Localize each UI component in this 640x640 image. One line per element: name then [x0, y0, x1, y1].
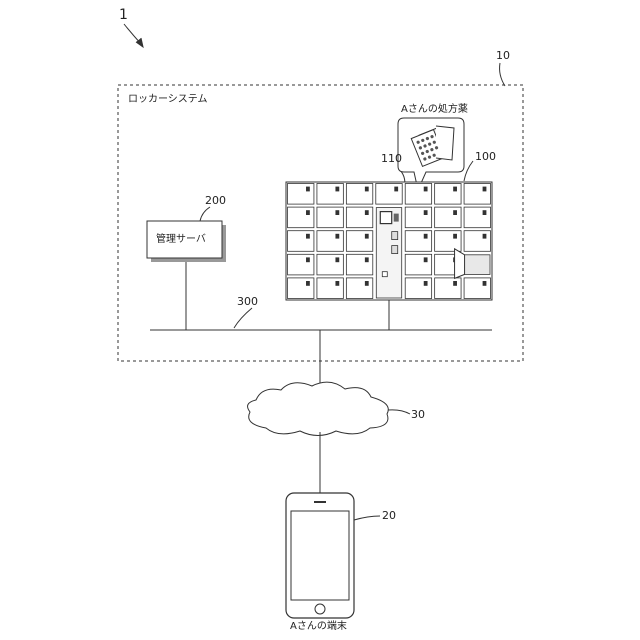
locker-door: [346, 207, 372, 228]
locker-handle: [454, 187, 457, 191]
locker-handle: [424, 187, 427, 191]
locker-handle: [365, 281, 368, 285]
server-ref-label: 200: [205, 195, 226, 206]
system-title: ロッカーシステム: [128, 95, 208, 105]
locker-handle: [306, 211, 309, 215]
terminal-indicator: [382, 272, 387, 277]
locker-door: [288, 184, 314, 205]
locker-handle: [483, 234, 486, 238]
locker-handle: [454, 234, 457, 238]
terminal-slot: [392, 246, 398, 254]
leader-line-200: [200, 207, 210, 221]
terminal-keypad: [392, 232, 398, 240]
locker-door: [346, 184, 372, 205]
leader-line-300: [234, 308, 252, 328]
prescription-label: Aさんの処方薬: [401, 105, 468, 115]
locker-door: [288, 254, 314, 275]
locker-door: [288, 278, 314, 299]
locker-door: [317, 231, 343, 252]
leader-line-20: [354, 516, 380, 520]
locker-door: [435, 231, 461, 252]
locker-door: [317, 184, 343, 205]
terminal-display: [380, 212, 391, 224]
locker-door: [464, 184, 490, 205]
network-ref-label: 300: [237, 296, 258, 307]
phone-ref-label: 20: [382, 510, 396, 521]
locker-door: [346, 254, 372, 275]
locker-handle: [336, 211, 339, 215]
locker-handle: [395, 187, 398, 191]
medicine-bag-icon: [436, 126, 454, 160]
locker-door: [435, 278, 461, 299]
locker-handle: [336, 234, 339, 238]
locker-door: [405, 278, 431, 299]
locker-door: [317, 254, 343, 275]
locker-door: [435, 207, 461, 228]
locker-handle: [336, 258, 339, 262]
locker-handle: [306, 281, 309, 285]
locker-door: [405, 231, 431, 252]
locker-door: [464, 278, 490, 299]
locker-handle: [424, 211, 427, 215]
locker-handle: [483, 281, 486, 285]
locker-handle: [365, 258, 368, 262]
locker-door: [346, 278, 372, 299]
open-locker-interior: [465, 255, 490, 275]
locker-handle: [483, 211, 486, 215]
locker-door: [317, 278, 343, 299]
cloud-ref-label: 30: [411, 409, 425, 420]
phone-label: Aさんの端末: [290, 622, 347, 632]
locker-handle: [424, 281, 427, 285]
locker-door: [464, 207, 490, 228]
locker-door: [288, 207, 314, 228]
locker-handle: [483, 187, 486, 191]
locker-handle: [306, 234, 309, 238]
locker-door: [405, 254, 431, 275]
locker-handle: [454, 211, 457, 215]
locker-door: [405, 184, 431, 205]
leader-line-30: [388, 410, 410, 414]
locker-handle: [424, 258, 427, 262]
locker-handle: [365, 211, 368, 215]
terminal-card-reader: [394, 214, 399, 222]
locker-door: [405, 207, 431, 228]
locker-door: [317, 207, 343, 228]
locker-door: [435, 184, 461, 205]
locker-handle: [306, 258, 309, 262]
locker-door: [346, 231, 372, 252]
locker-handle: [454, 281, 457, 285]
locker-ref-label: 100: [475, 151, 496, 162]
terminal-ref-label: 110: [381, 153, 402, 164]
locker-door: [464, 231, 490, 252]
leader-line-10: [500, 63, 505, 86]
network-cloud: [248, 382, 389, 435]
locker-handle: [424, 234, 427, 238]
locker-handle: [365, 187, 368, 191]
locker-door: [288, 231, 314, 252]
leader-line-100: [464, 161, 473, 181]
smartphone-body: [286, 493, 354, 618]
system-ref-label: 10: [496, 50, 510, 61]
locker-door: [376, 184, 402, 205]
locker-handle: [336, 187, 339, 191]
locker-handle: [365, 234, 368, 238]
locker-handle: [306, 187, 309, 191]
server-label: 管理サーバ: [156, 235, 206, 245]
figure-number: 1: [119, 8, 128, 22]
locker-bank: [286, 182, 492, 300]
locker-handle: [336, 281, 339, 285]
